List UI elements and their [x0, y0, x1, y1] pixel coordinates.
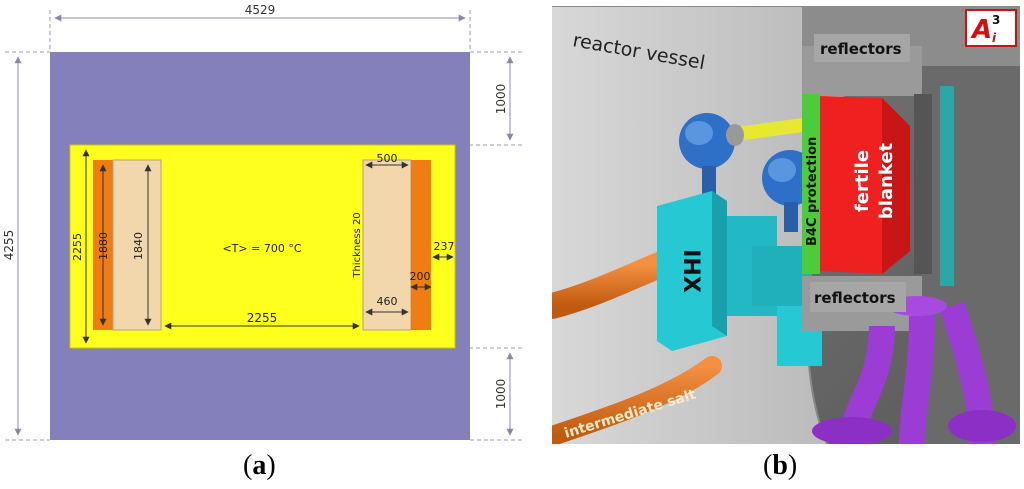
dim-inner-height: 2255: [71, 233, 84, 261]
label-b4c-protection: B4C protection: [805, 137, 820, 246]
dim-bottom-gap: 1000: [494, 379, 508, 410]
dim-height: 4255: [2, 230, 16, 261]
dim-left-beige: 1840: [132, 232, 145, 260]
left-beige-block: [112, 159, 162, 331]
panel-a-right-dims: 1000 1000: [490, 51, 525, 441]
right-beige-block: [362, 159, 412, 331]
panel-b: reactor vessel reflectors reflectors B4C…: [539, 5, 1020, 446]
label-reflectors-top: reflectors: [820, 40, 902, 58]
dim-right-bottom: 460: [377, 295, 398, 308]
thickness-label: Thickness 20: [352, 212, 363, 278]
label-blanket: blanket: [876, 142, 897, 219]
caption-a-letter: a: [252, 450, 267, 481]
dim-width: 4529: [245, 3, 276, 17]
panel-a-diagram: 4529 4255 2255 1880 1840 <T> = 700 °C 22…: [2, 3, 525, 441]
caption-a: (a): [243, 450, 276, 481]
caption-b-letter: b: [772, 450, 788, 481]
label-ihx: IHX: [678, 249, 703, 293]
dim-right-top: 500: [377, 152, 398, 165]
dim-gap-between: 2255: [247, 311, 278, 325]
temperature-label: <T> = 700 °C: [222, 242, 301, 255]
dim-left-orange: 1880: [97, 232, 110, 260]
dim-top-gap: 1000: [494, 84, 508, 115]
dim-right-margin: 237: [434, 240, 455, 253]
logo-super: 3: [992, 13, 1000, 27]
logo-sub: i: [992, 31, 997, 45]
logo-letter: A: [970, 15, 992, 45]
right-orange-block: [411, 160, 431, 330]
panel-a: 4529 4255 2255 1880 1840 <T> = 700 °C 22…: [0, 0, 525, 489]
a3i-logo: A 3 i: [965, 9, 1017, 47]
label-reflectors-bottom: reflectors: [814, 289, 896, 307]
dim-orange-width: 200: [410, 270, 431, 283]
panel-b-render: reactor vessel reflectors reflectors B4C…: [539, 5, 1020, 446]
label-fertile: fertile: [852, 150, 873, 212]
caption-b: (b): [763, 450, 798, 481]
